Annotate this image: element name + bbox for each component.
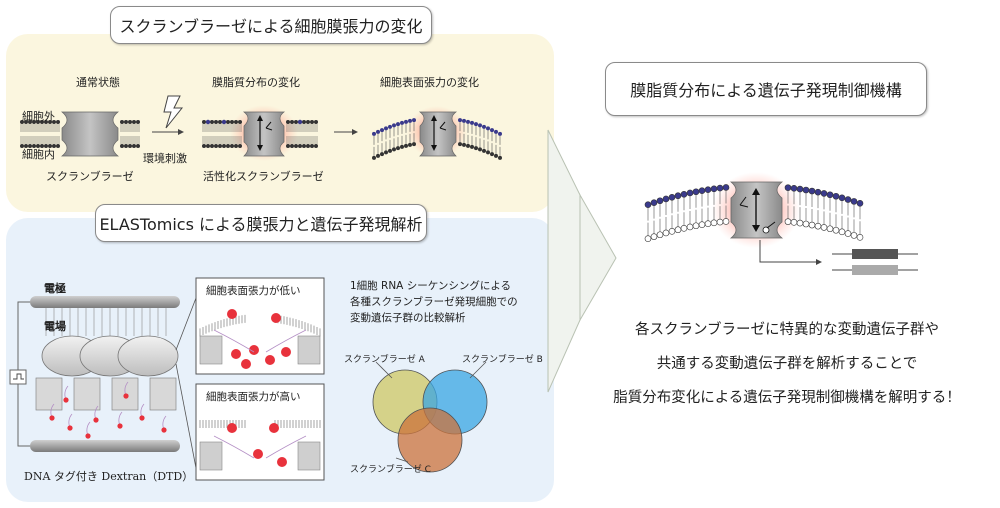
venn-label-a: スクランブラーゼ A xyxy=(344,355,425,365)
scramblase-protein xyxy=(61,111,119,157)
electrode-bottom xyxy=(30,440,180,452)
bottom-section-title: ELASTomics による膜張力と遺伝子発現解析 xyxy=(95,204,427,242)
field-label: 電場 xyxy=(44,320,66,333)
conclusion-line-3: 脂質分布変化による遺伝子発現制御機構を解明する！ xyxy=(613,390,961,406)
venn-diagram xyxy=(372,369,488,473)
venn-label-b: スクランブラーゼ B xyxy=(462,355,543,365)
curved-membrane xyxy=(372,118,502,160)
high-tension-graphic xyxy=(199,420,321,471)
top-section-title-text: スクランブラーゼによる細胞膜張力の変化 xyxy=(119,17,423,36)
desc-line-2: 各種スクランブラーゼ発現細胞での xyxy=(350,296,518,308)
dtd-label: DNA タグ付き Dextran（DTD） xyxy=(24,470,194,483)
right-section-title-text: 膜脂質分布による遺伝子発現制御機構 xyxy=(630,81,902,100)
conclusion-line-2: 共通する変動遺伝子群を解析することで xyxy=(656,356,918,372)
lipid-change-label: 膜脂質分布の変化 xyxy=(212,76,300,89)
venn-label-c: スクランブラーゼ C xyxy=(350,465,431,475)
electrode-top xyxy=(30,296,180,308)
electrode-label: 電極 xyxy=(44,282,66,295)
cells xyxy=(41,335,179,377)
gene-bar-1 xyxy=(852,249,898,259)
right-section-title: 膜脂質分布による遺伝子発現制御機構 xyxy=(605,62,927,116)
active-scramblase-label: 活性化スクランブラーゼ xyxy=(203,170,324,183)
scramblase-label: スクランブラーゼ xyxy=(46,170,134,183)
tension-change-label: 細胞表面張力の変化 xyxy=(380,76,479,89)
intracellular-label: 細胞内 xyxy=(22,148,55,161)
gene-bar-2 xyxy=(852,265,898,275)
desc-line-3: 変動遺伝子群の比較解析 xyxy=(350,312,466,324)
top-section-title: スクランブラーゼによる細胞膜張力の変化 xyxy=(110,6,432,44)
venn-circle-c xyxy=(397,407,463,473)
low-tension-graphic xyxy=(199,309,321,369)
lightning-icon xyxy=(163,95,184,129)
desc-line-1: 1細胞 RNA シーケンシングによる xyxy=(350,280,512,292)
stimulus-label: 環境刺激 xyxy=(143,152,187,165)
changed-membrane xyxy=(202,119,318,148)
conclusion-line-1: 各スクランブラーゼに特異的な変動遺伝子群や xyxy=(634,322,940,338)
normal-membrane xyxy=(20,120,140,148)
power-source-icon xyxy=(9,369,27,385)
right-membrane xyxy=(644,184,864,242)
dtd-dots xyxy=(49,393,167,439)
low-tension-label: 細胞表面張力が低い xyxy=(206,285,301,297)
transition-arrow xyxy=(547,129,581,393)
signal-arrow xyxy=(759,240,816,263)
wells xyxy=(35,377,177,411)
bottom-section-title-text: ELASTomics による膜張力と遺伝子発現解析 xyxy=(99,215,423,234)
active-scramblase-protein xyxy=(242,111,286,157)
high-tension-label: 細胞表面張力が高い xyxy=(206,391,301,403)
extracellular-label: 細胞外 xyxy=(22,110,55,123)
normal-state-label: 通常状態 xyxy=(76,76,120,89)
